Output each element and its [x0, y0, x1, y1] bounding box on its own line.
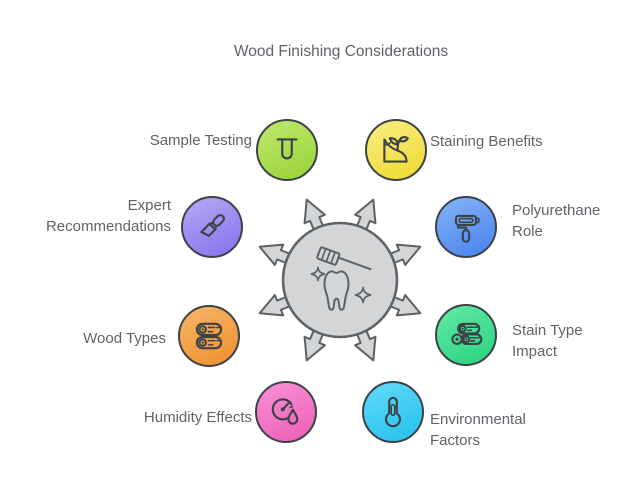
thermometer-icon — [385, 396, 401, 428]
node-circle-environmental-factors — [362, 381, 424, 443]
node-circle-expert-recommendations — [181, 196, 243, 258]
hub-circle — [281, 221, 399, 339]
log-stack-icon — [451, 322, 483, 346]
page-title: Wood Finishing Considerations — [233, 43, 449, 60]
paint-roller-icon — [454, 214, 480, 243]
node-label-polyurethane-role: Polyurethane Role — [512, 202, 601, 240]
node-label-stain-type-impact: Stain Type Impact — [512, 322, 583, 360]
node-label-staining-benefits: Staining Benefits — [430, 133, 543, 150]
node-circle-sample-testing — [256, 119, 318, 181]
node-label-humidity-effects: Humidity Effects — [143, 409, 252, 426]
node-circle-polyurethane-role — [435, 196, 497, 258]
chisel-icon — [200, 214, 225, 237]
wood-logs-icon — [195, 322, 223, 350]
humidity-gauge-icon — [271, 398, 299, 425]
node-label-expert-recommendations: Expert Recommendations — [45, 197, 171, 235]
test-tube-icon — [276, 138, 298, 160]
node-label-wood-types: Wood Types — [83, 330, 166, 347]
node-circle-humidity-effects — [255, 381, 317, 443]
hub-diagram — [254, 194, 426, 366]
node-circle-stain-type-impact — [435, 304, 497, 366]
node-label-sample-testing: Sample Testing — [149, 132, 252, 149]
node-circle-wood-types — [178, 305, 240, 367]
node-circle-staining-benefits — [365, 119, 427, 181]
tooth-toothbrush-sparkle-icon — [310, 246, 372, 311]
plant-growth-icon — [383, 136, 409, 163]
node-label-environmental-factors: Environmental Factors — [430, 411, 526, 449]
